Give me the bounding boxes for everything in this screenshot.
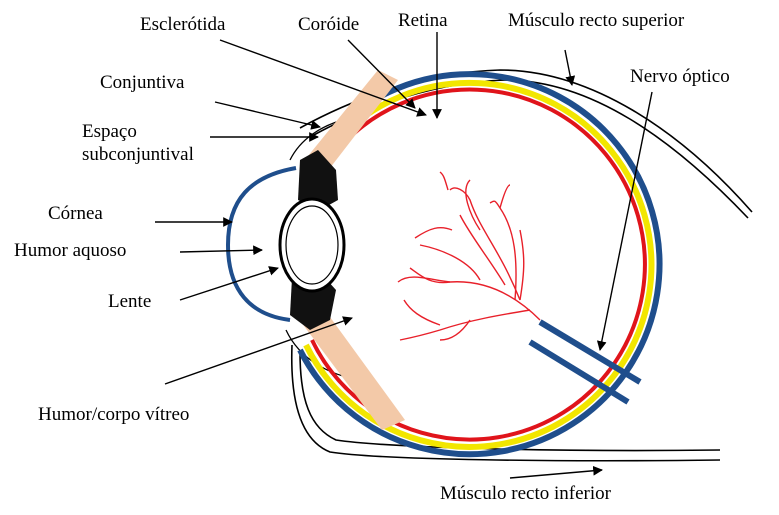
label-retina: Retina (398, 10, 448, 32)
label-humor-aquoso: Humor aquoso (14, 240, 126, 262)
label-musculo-recto-inferior: Músculo recto inferior (440, 483, 611, 505)
label-esclerotida: Esclerótida (140, 14, 225, 36)
label-conjuntiva: Conjuntiva (100, 72, 184, 94)
label-espaco-line2: subconjuntival (82, 143, 194, 166)
retinal-vessels (398, 172, 540, 340)
label-musculo-recto-superior: Músculo recto superior (508, 10, 684, 32)
label-cornea: Córnea (48, 203, 103, 225)
label-coroide: Coróide (298, 14, 359, 36)
label-espaco-line1: Espaço (82, 120, 194, 143)
label-espaco-subconjuntival: Espaço subconjuntival (82, 120, 194, 166)
label-lente: Lente (108, 291, 151, 313)
label-humor-corpo-vitreo: Humor/corpo vítreo (38, 404, 189, 426)
upper-muscle-insertion (308, 70, 398, 168)
label-nervo-optico: Nervo óptico (630, 66, 730, 88)
lens (280, 199, 344, 291)
